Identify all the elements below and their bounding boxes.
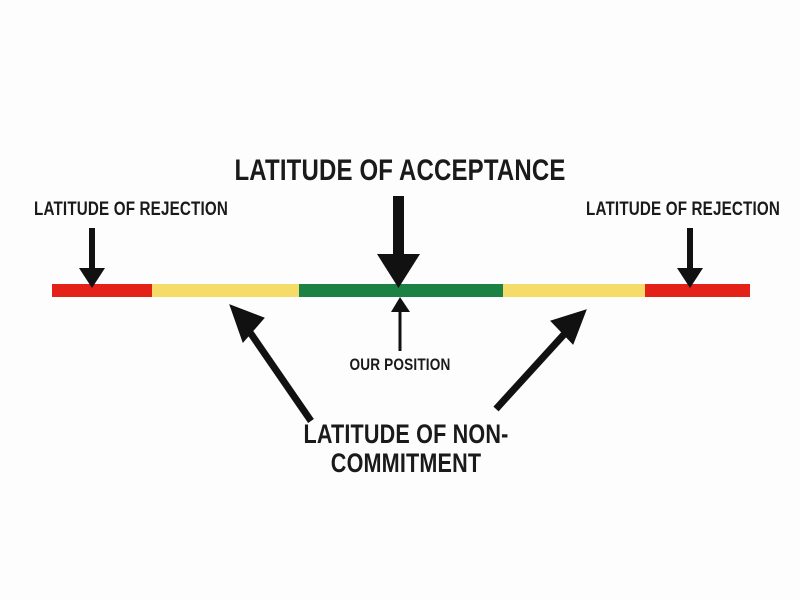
label-latitude-of-non-commitment: LATITUDE OF NON- COMMITMENT <box>303 419 509 479</box>
arrow-rejection-left-icon <box>79 228 105 288</box>
arrow-non-commitment-left-icon <box>229 304 314 423</box>
bar-segment-non-commitment-left <box>152 284 299 297</box>
bar-segment-acceptance <box>299 284 503 297</box>
bar-segment-non-commitment-right <box>503 284 645 297</box>
latitude-scale-bar <box>52 284 750 297</box>
label-latitude-of-rejection-right: LATITUDE OF REJECTION <box>586 199 780 220</box>
label-latitude-of-acceptance: LATITUDE OF ACCEPTANCE <box>234 154 566 187</box>
arrow-rejection-right-icon <box>677 228 703 288</box>
label-our-position: OUR POSITION <box>349 355 451 374</box>
bar-segment-rejection-right <box>645 284 750 297</box>
arrow-non-commitment-right-icon <box>493 309 587 412</box>
label-latitude-of-rejection-left: LATITUDE OF REJECTION <box>34 199 228 220</box>
label-non-commitment-line-2: COMMITMENT <box>330 448 482 479</box>
arrow-our-position-icon <box>391 297 410 351</box>
arrow-acceptance-icon <box>377 196 420 288</box>
label-non-commitment-line-1: LATITUDE OF NON- <box>303 419 509 449</box>
bar-segment-rejection-left <box>52 284 152 297</box>
